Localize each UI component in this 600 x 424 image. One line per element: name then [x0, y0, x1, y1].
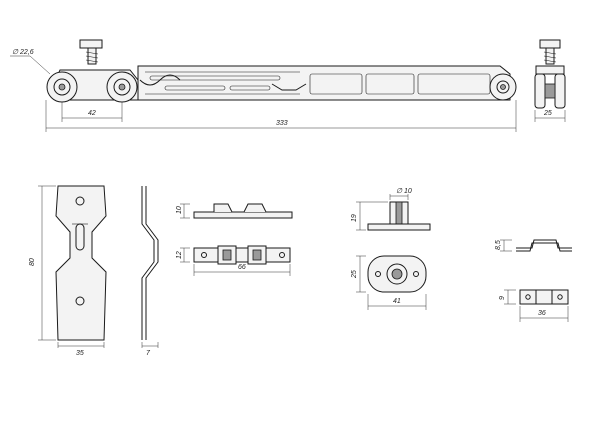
main-carriage-assembly [46, 39, 517, 103]
pin-side-view: ∅ 10 19 [351, 188, 431, 231]
dim-plate-height: 80 [29, 258, 36, 266]
bracket-side-view: 8,5 [495, 239, 572, 252]
dim-plate-width: 35 [76, 350, 84, 357]
clip-top-view: 9 36 [499, 289, 569, 322]
dim-plate-offset: 7 [146, 350, 151, 357]
base-top-view: 25 41 [351, 255, 427, 310]
top-dimensions: ∅ 22,6 42 333 25 [10, 49, 566, 132]
dim-end-width: 25 [543, 110, 552, 117]
mounting-plate-front [55, 185, 107, 341]
guide-top-view: 12 66 [176, 245, 291, 276]
plate-dimensions: 80 35 [29, 185, 105, 357]
dim-pin-diameter: ∅ 10 [396, 188, 412, 195]
dim-guide-length: 66 [238, 264, 246, 271]
mounting-plate-side: 7 [141, 186, 159, 357]
dim-wheel-diameter: ∅ 22,6 [12, 49, 34, 56]
dim-bracket-height: 8,5 [495, 240, 502, 250]
dim-overall-length: 333 [276, 120, 288, 127]
dim-pin-height: 19 [351, 214, 358, 222]
dim-guide-height-top: 12 [176, 251, 183, 259]
dim-base-height: 25 [351, 270, 358, 279]
dim-clip-length: 36 [538, 310, 546, 317]
dim-clip-height: 9 [499, 296, 506, 300]
dim-base-width: 41 [393, 298, 401, 305]
guide-side-view: 10 [176, 203, 293, 219]
dim-wheel-spacing: 42 [88, 110, 96, 117]
dim-guide-height-side: 10 [176, 206, 183, 214]
end-view [534, 39, 566, 109]
